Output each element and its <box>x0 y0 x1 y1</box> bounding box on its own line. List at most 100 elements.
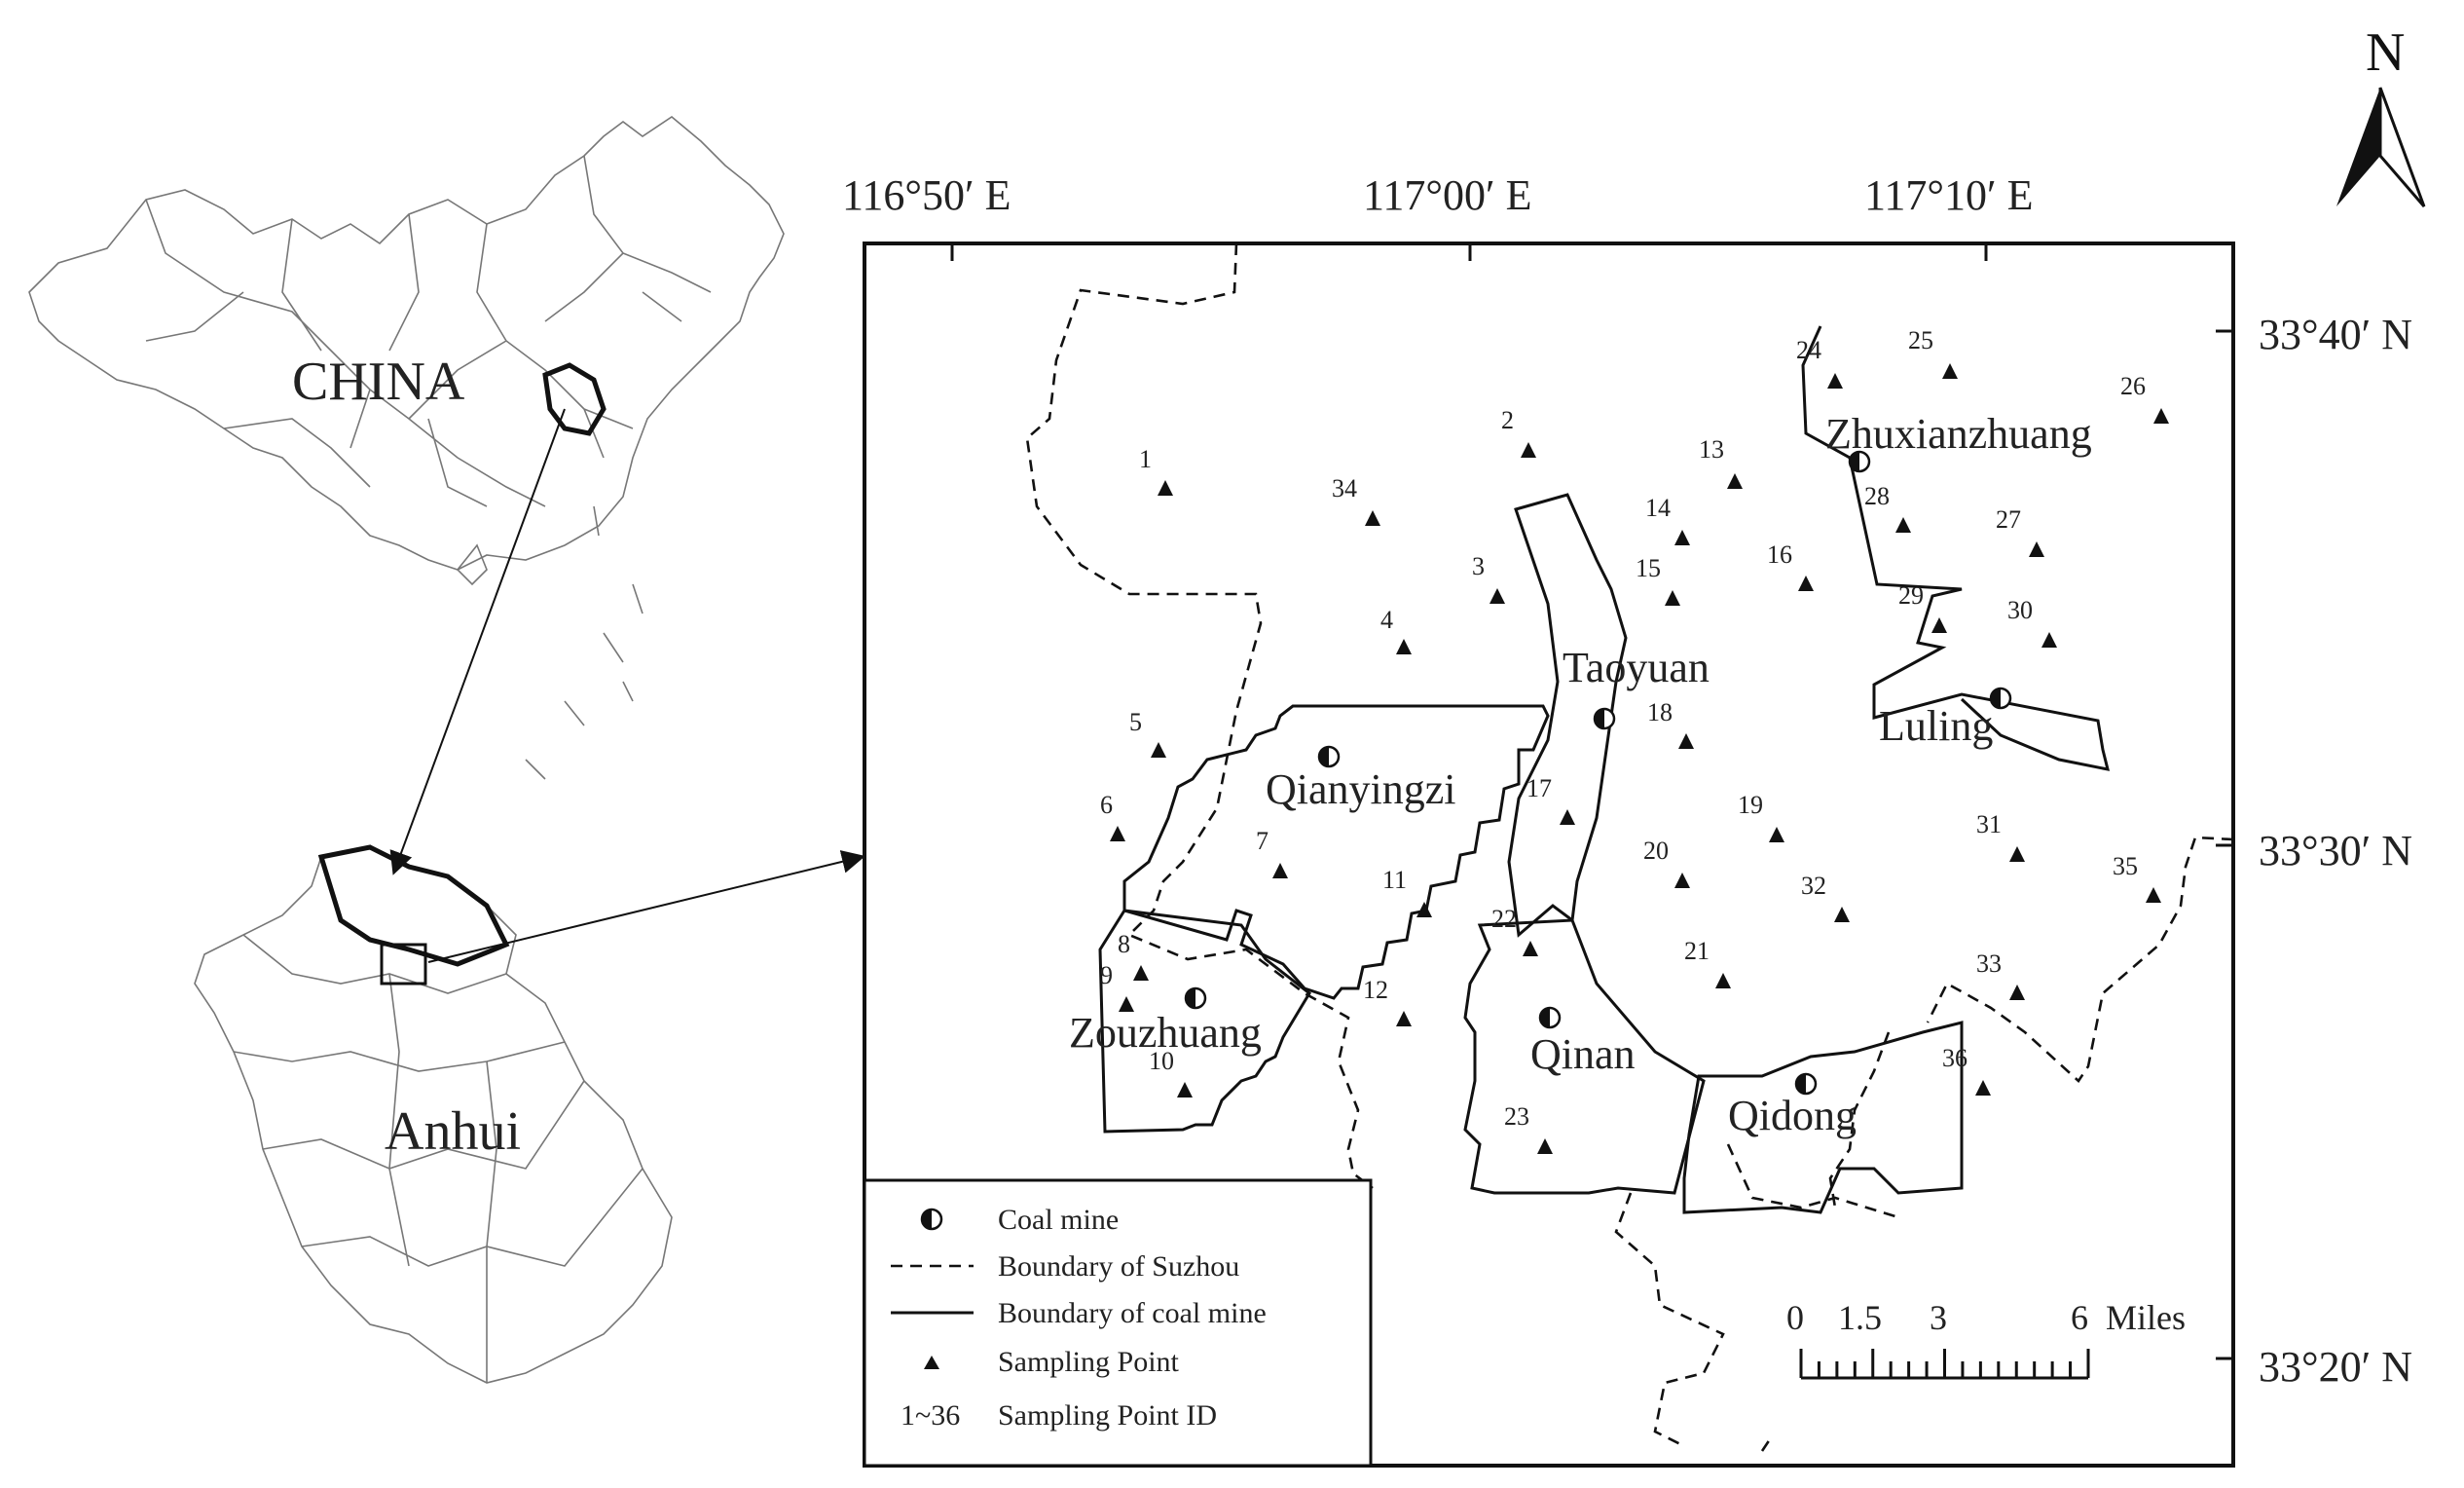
coal-mine-symbol <box>1989 687 2012 710</box>
sampling-point-triangle <box>1521 442 1536 458</box>
sampling-point: 20 <box>1643 837 1690 888</box>
anhui-highlight <box>542 362 607 436</box>
sampling-point-label: 29 <box>1898 581 1924 610</box>
sampling-point-label: 28 <box>1864 482 1890 510</box>
mine-labels: Zhuxianzhuang Taoyuan Luling Qianyingzi … <box>1069 410 2092 1139</box>
sampling-point-label: 21 <box>1684 937 1710 965</box>
sampling-point: 32 <box>1801 872 1850 922</box>
zouzhuang-boundary <box>1098 909 1311 1134</box>
sampling-point: 14 <box>1645 494 1690 545</box>
sampling-point-triangle <box>1158 480 1173 496</box>
sampling-point-label: 2 <box>1501 406 1514 434</box>
sampling-point: 4 <box>1380 606 1412 654</box>
scale-unit: Miles <box>2106 1298 2186 1337</box>
sampling-point-triangle <box>1727 473 1743 489</box>
sampling-point-label: 33 <box>1976 949 2002 978</box>
coordinate-ticks <box>950 243 2233 1360</box>
sampling-point-triangle <box>1678 733 1694 749</box>
sampling-point: 8 <box>1118 930 1149 981</box>
sampling-point-triangle <box>1665 590 1680 606</box>
mine-label-qidong: Qidong <box>1728 1092 1857 1139</box>
north-arrow: N <box>2336 22 2426 207</box>
sampling-point: 2 <box>1501 406 1536 458</box>
sampling-point: 36 <box>1942 1044 1991 1096</box>
coal-mine-symbol <box>1538 1006 1562 1029</box>
sampling-point-label: 26 <box>2120 372 2146 400</box>
sampling-point-triangle <box>1769 827 1784 842</box>
lon-label-1: 116°50′ E <box>842 171 1011 219</box>
sampling-point-label: 5 <box>1129 708 1142 736</box>
sampling-point-triangle <box>1560 809 1575 825</box>
sampling-point-triangle <box>2009 985 2025 1000</box>
legend-sampling-point: Sampling Point <box>998 1346 1180 1378</box>
china-map: CHINA <box>28 116 785 780</box>
legend-coal-mine: Coal mine <box>998 1204 1119 1236</box>
sampling-point-triangle <box>1396 1011 1412 1026</box>
coal-mine-symbol <box>1848 450 1871 473</box>
study-area-box <box>380 943 427 986</box>
sampling-point-triangle <box>1931 617 1947 633</box>
coal-mine-boundaries <box>1098 325 2111 1214</box>
lon-label-2: 117°00′ E <box>1363 171 1531 219</box>
sampling-point: 13 <box>1699 435 1743 489</box>
legend: Coal mine Boundary of Suzhou Boundary of… <box>863 1178 1373 1468</box>
sampling-point: 35 <box>2113 852 2161 903</box>
lat-label-1: 33°40′ N <box>2259 311 2412 358</box>
sampling-point-triangle <box>1895 517 1911 533</box>
sampling-point: 1 <box>1139 445 1173 496</box>
sampling-point-label: 16 <box>1767 540 1792 569</box>
scale-minor-ticks <box>1799 1349 2090 1378</box>
sampling-point: 23 <box>1504 1102 1553 1154</box>
mine-label-taoyuan: Taoyuan <box>1563 644 1710 691</box>
sampling-point: 30 <box>2007 596 2057 648</box>
sampling-point-label: 1 <box>1139 445 1152 473</box>
sampling-point-triangle <box>1489 588 1505 604</box>
sampling-point: 16 <box>1767 540 1814 591</box>
sampling-point: 34 <box>1332 474 1380 526</box>
sampling-point-triangle <box>2153 408 2169 424</box>
sampling-point-triangle <box>1133 965 1149 981</box>
sampling-point: 12 <box>1363 976 1412 1026</box>
legend-triangle-symbol <box>924 1356 939 1369</box>
sampling-point-triangle <box>1942 363 1958 379</box>
sampling-point: 31 <box>1976 810 2025 862</box>
sampling-point-label: 23 <box>1504 1102 1529 1131</box>
china-label: CHINA <box>292 352 465 412</box>
sampling-point-triangle <box>2029 541 2044 557</box>
lat-label-3: 33°20′ N <box>2259 1343 2412 1391</box>
sampling-point-triangle <box>1396 639 1412 654</box>
sampling-point-label: 7 <box>1256 827 1269 855</box>
scale-tick-3: 6 <box>2071 1298 2088 1337</box>
sampling-point-label: 11 <box>1382 866 1407 894</box>
sampling-point: 3 <box>1472 552 1505 604</box>
coal-mine-symbol <box>1184 986 1207 1010</box>
sampling-point-label: 12 <box>1363 976 1388 1004</box>
sampling-point-triangle <box>1119 996 1134 1012</box>
sampling-point: 26 <box>2120 372 2169 424</box>
sampling-point-triangle <box>1110 826 1125 841</box>
sampling-point-label: 32 <box>1801 872 1826 900</box>
north-arrow-light-half <box>2378 87 2426 207</box>
sampling-point-triangle <box>2009 846 2025 862</box>
sampling-point-label: 31 <box>1976 810 2002 838</box>
sampling-point-label: 35 <box>2113 852 2138 880</box>
sampling-point-label: 22 <box>1491 905 1517 933</box>
inset-arrow <box>389 408 566 875</box>
coal-mine-symbol <box>1593 707 1616 730</box>
sampling-point: 22 <box>1491 905 1538 956</box>
sampling-point-label: 24 <box>1796 336 1821 364</box>
sampling-point-label: 18 <box>1647 698 1673 726</box>
sampling-point-triangle <box>1416 902 1432 917</box>
qinan-boundary <box>1463 918 1706 1195</box>
suzhou-boundary <box>1025 242 2234 1452</box>
scale-tick-2: 3 <box>1930 1298 1947 1337</box>
sampling-point: 7 <box>1256 827 1288 878</box>
sampling-point-triangle <box>1834 907 1850 922</box>
sampling-point: 15 <box>1636 554 1680 606</box>
sampling-point-triangle <box>1798 576 1814 591</box>
lat-label-2: 33°30′ N <box>2259 827 2412 874</box>
sampling-point: 21 <box>1684 937 1731 988</box>
sampling-point: 24 <box>1796 336 1843 389</box>
